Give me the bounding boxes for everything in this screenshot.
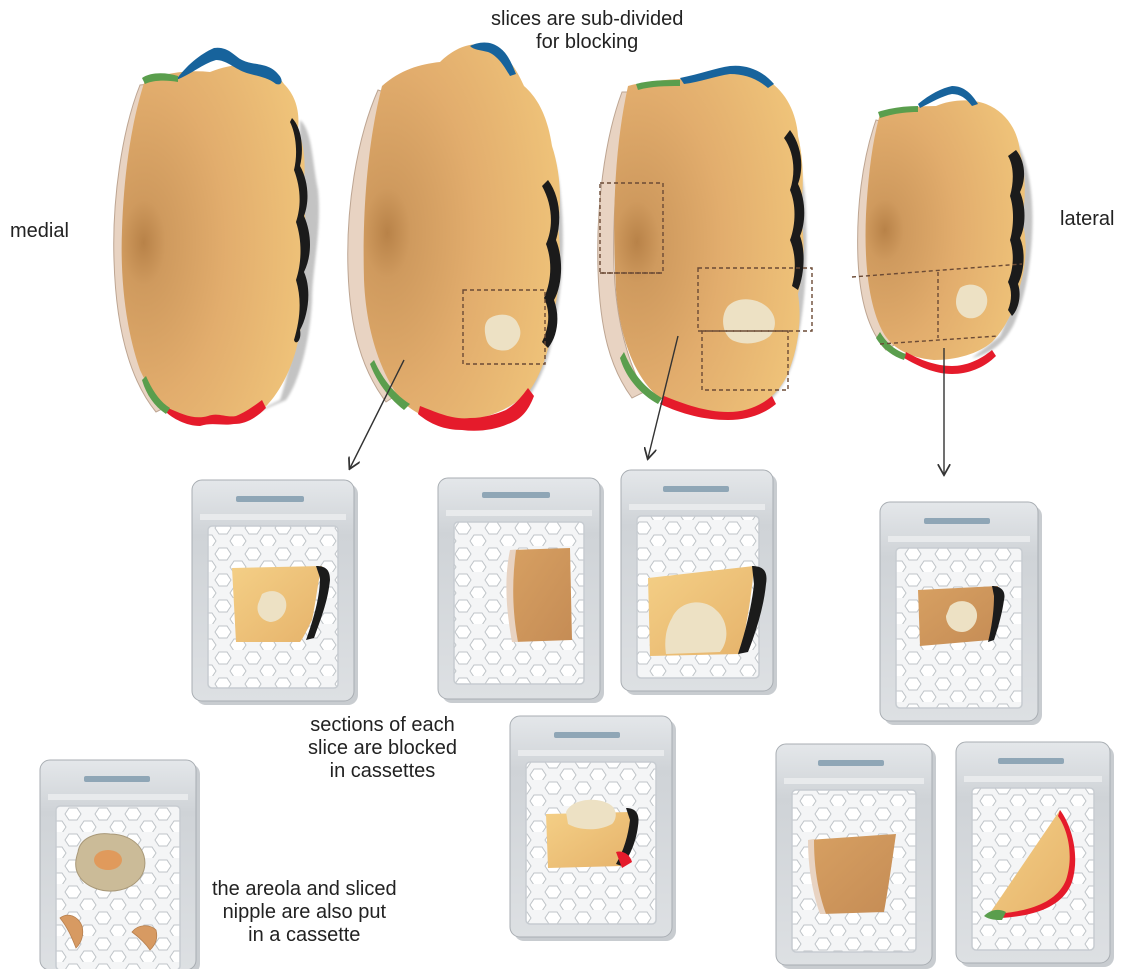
cassette-caption-line-2: slice are blocked: [308, 737, 457, 760]
cassette-b: [438, 478, 604, 703]
cassette-f: [776, 744, 936, 969]
slice-4-body: [866, 100, 1026, 360]
top-caption-line-1: slices are sub-divided: [491, 8, 683, 31]
slice-1-body: [122, 65, 306, 421]
cassette-a: [192, 480, 358, 705]
lateral-label: lateral: [1060, 208, 1114, 231]
slice-3-body: [614, 71, 803, 413]
tissue-slice-4: [852, 86, 1032, 374]
slice-2-body: [364, 44, 560, 422]
tissue-slice-3: [598, 66, 812, 420]
cassette-caption: sections of each slice are blocked in ca…: [308, 714, 457, 783]
areola-caption-line-3: in a cassette: [212, 924, 397, 947]
cassette-g: [956, 742, 1114, 967]
areola-caption-line-1: the areola and sliced: [212, 878, 397, 901]
cassette-d: [880, 502, 1042, 725]
tissue-slice-1: [114, 48, 319, 426]
areola-caption-line-2: nipple are also put: [212, 901, 397, 924]
cassette-e: [510, 716, 676, 941]
top-caption-line-2: for blocking: [491, 31, 683, 54]
areola-caption: the areola and sliced nipple are also pu…: [212, 878, 397, 947]
medial-label: medial: [10, 220, 69, 243]
top-caption: slices are sub-divided for blocking: [491, 8, 683, 54]
tissue-slice-2: [348, 43, 563, 431]
nipple-center: [94, 850, 122, 870]
cassette-c: [621, 470, 777, 695]
cassette-caption-line-1: sections of each: [308, 714, 457, 737]
cassette-h-areola: [40, 760, 200, 969]
cassette-caption-line-3: in cassettes: [308, 760, 457, 783]
slice-2-lesion: [485, 315, 521, 351]
